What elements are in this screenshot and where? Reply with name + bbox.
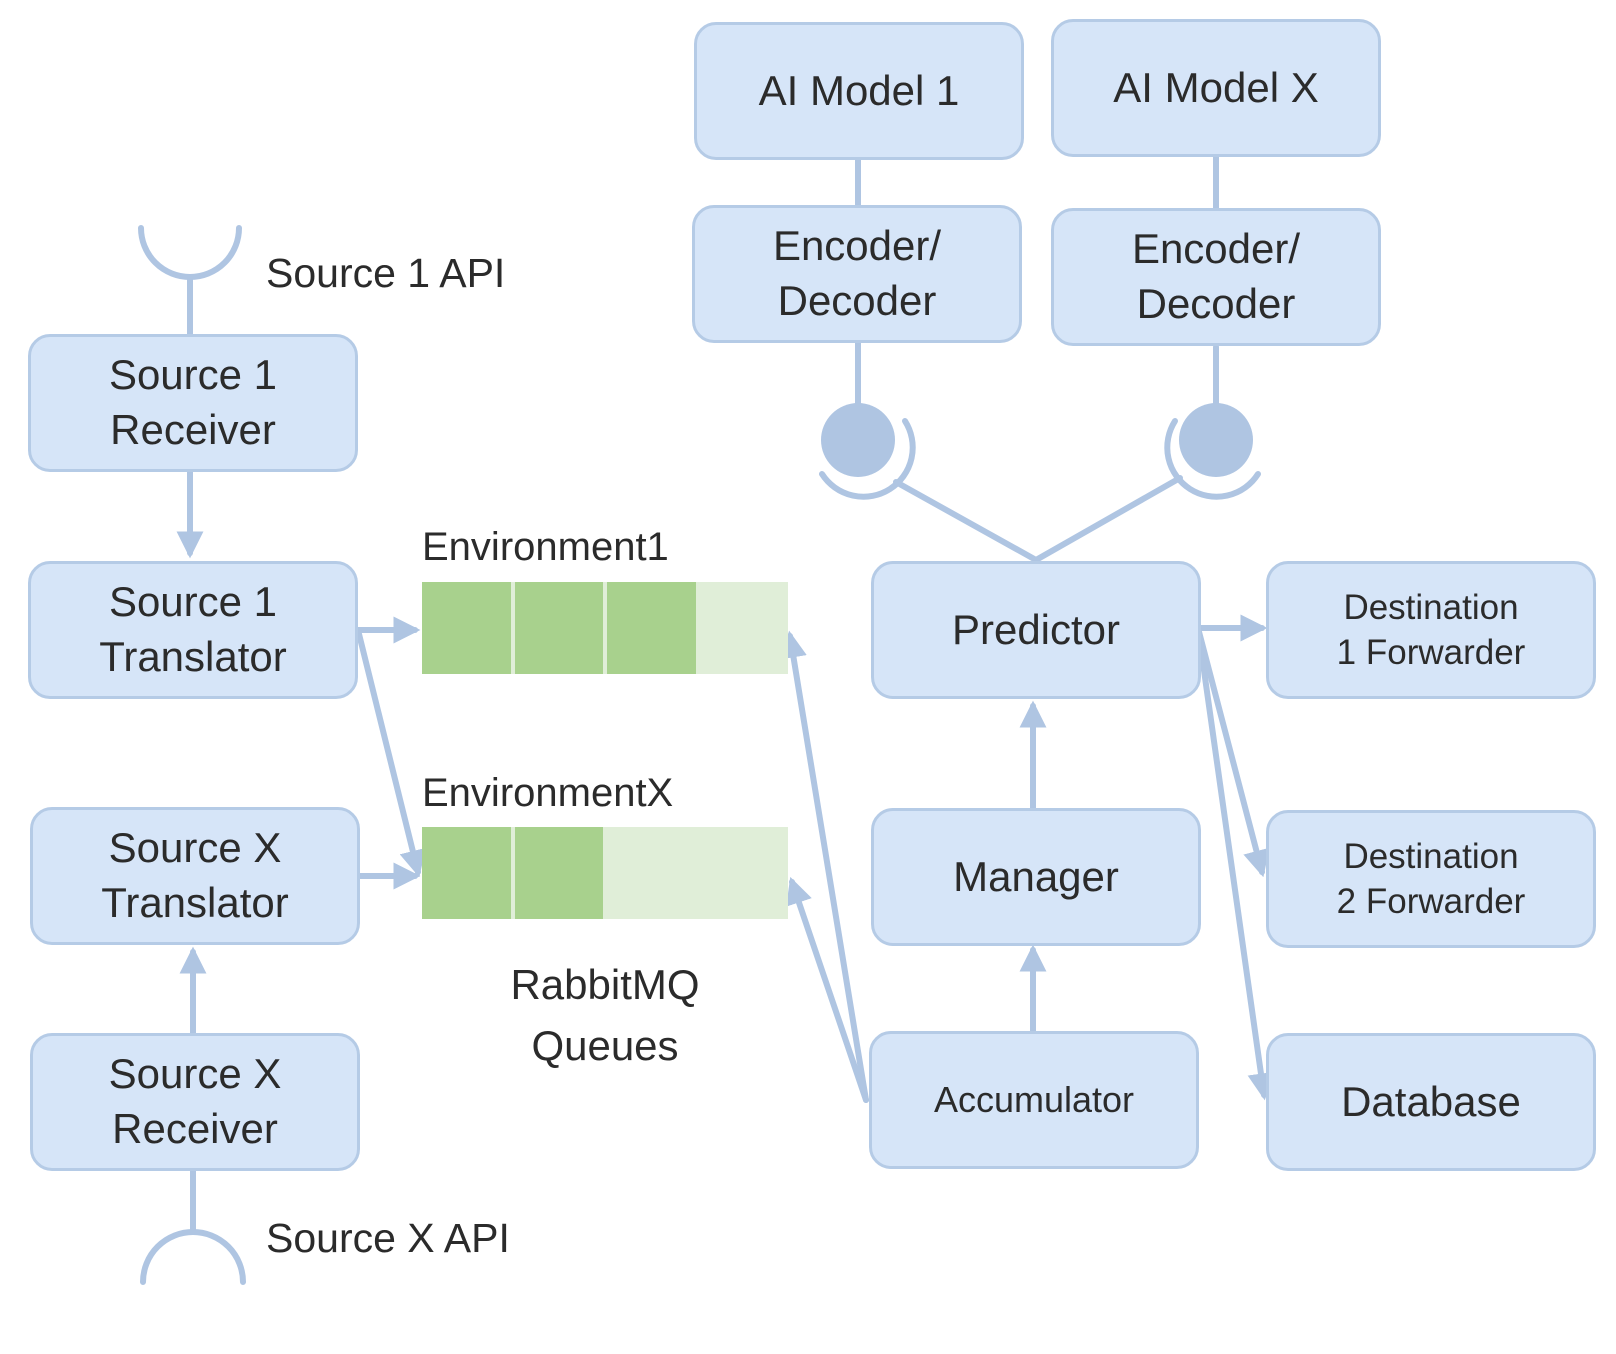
link-predictor-codecX: [1033, 475, 1183, 563]
edge-accumulator-env1: [780, 630, 869, 1103]
edge-predictor-dest2: [1195, 625, 1270, 878]
sourceX-translator-node[interactable]: Source X Translator: [30, 807, 360, 945]
node-label: AI Model 1: [758, 66, 960, 114]
codec1-ball-icon: [821, 403, 895, 477]
node-label-line: Encoder/: [772, 222, 942, 270]
node-label-line: Destination: [1343, 587, 1519, 627]
queue-message-cell: [607, 582, 696, 674]
edge-predictor-database: [1195, 625, 1275, 1101]
manager-node[interactable]: Manager: [871, 808, 1201, 946]
destination-1-forwarder-node[interactable]: Destination 1 Forwarder: [1266, 561, 1596, 699]
queue-env1[interactable]: [422, 582, 788, 674]
predictor-node[interactable]: Predictor: [871, 561, 1201, 699]
encoder-decoder-x-node[interactable]: Encoder/Decoder: [1051, 208, 1381, 346]
node-label-line: Decoder: [1136, 280, 1296, 327]
edge-accumulator-envX: [786, 876, 869, 1103]
node-label-line: Translator: [101, 879, 289, 926]
node-label-line: Decoder: [777, 277, 937, 324]
source1-api-label: Source 1 API: [266, 250, 506, 296]
ai-model-1-node[interactable]: AI Model 1: [694, 22, 1024, 160]
node-label-line: Destination: [1343, 836, 1519, 876]
link-predictor-codec1: [893, 479, 1039, 563]
queues-caption-line: Queues: [531, 1021, 679, 1069]
queue-message-cell: [514, 827, 603, 919]
node-label-line: 2 Forwarder: [1336, 882, 1526, 921]
node-label-line: Translator: [99, 633, 287, 680]
destination-2-forwarder-node[interactable]: Destination 2 Forwarder: [1266, 810, 1596, 948]
node-label-line: Source X: [108, 824, 282, 872]
node-label-line: Source 1: [108, 351, 278, 399]
queue-envX-label: EnvironmentX: [422, 771, 674, 815]
queue-message-cell: [422, 582, 511, 674]
codecX-ball-icon: [1179, 403, 1253, 477]
codec1-socket-icon: [819, 418, 916, 500]
node-label-line: Receiver: [112, 1105, 278, 1152]
edge-translator1-envX: [355, 627, 426, 878]
encoder-decoder-1-node[interactable]: Encoder/Decoder: [692, 205, 1022, 343]
node-label: Manager: [953, 852, 1119, 900]
codecX-socket-icon: [1164, 418, 1261, 500]
sourceX-api-socket-icon: [140, 1229, 246, 1285]
queue-message-cell: [514, 582, 603, 674]
sourceX-api-label: Source X API: [266, 1215, 510, 1261]
sourceX-receiver-node[interactable]: Source X Receiver: [30, 1033, 360, 1171]
node-label: Database: [1341, 1077, 1521, 1125]
queue-env1-label: Environment1: [422, 525, 669, 569]
queue-envX[interactable]: [422, 827, 788, 919]
node-label-line: 1 Forwarder: [1336, 633, 1526, 672]
node-label-line: Source X: [108, 1050, 282, 1098]
node-label-line: Encoder/: [1131, 225, 1301, 273]
ai-model-x-node[interactable]: AI Model X: [1051, 19, 1381, 157]
source1-api-socket-icon: [138, 225, 242, 280]
database-node[interactable]: Database: [1266, 1033, 1596, 1171]
accumulator-node[interactable]: Accumulator: [869, 1031, 1199, 1169]
queues-caption-line: RabbitMQ: [510, 961, 700, 1008]
node-label-line: Source 1: [108, 578, 278, 626]
node-label: AI Model X: [1113, 63, 1319, 111]
queue-message-cell: [422, 827, 511, 919]
queues-caption: RabbitMQ Queues: [480, 955, 730, 1077]
node-label-line: Receiver: [110, 406, 276, 453]
source1-translator-node[interactable]: Source 1 Translator: [28, 561, 358, 699]
source1-receiver-node[interactable]: Source 1 Receiver: [28, 334, 358, 472]
node-label: Predictor: [951, 605, 1121, 653]
node-label: Accumulator: [933, 1078, 1135, 1120]
